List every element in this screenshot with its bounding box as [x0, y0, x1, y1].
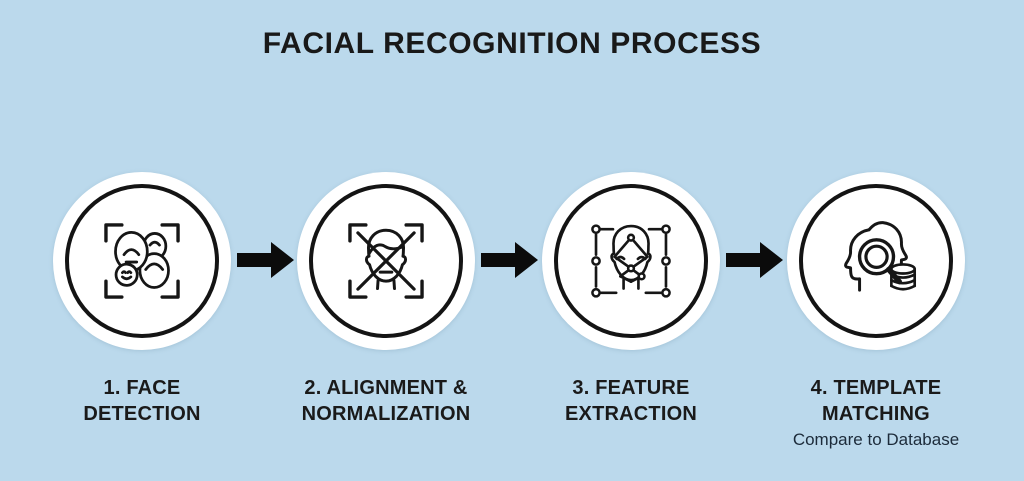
step-template-matching: 4. TEMPLATE MATCHING Compare to Database — [761, 172, 991, 450]
arrow-right-icon — [237, 242, 294, 278]
step-alignment-normalization: 2. ALIGNMENT & NORMALIZATION — [271, 172, 501, 427]
step-face-detection: 1. FACE DETECTION — [27, 172, 257, 427]
step-label-line: 3. FEATURE — [572, 377, 690, 399]
arrow-right-icon — [481, 242, 538, 278]
step-circle-ring — [799, 184, 953, 338]
arrow-right-icon — [726, 242, 783, 278]
page-title: FACIAL RECOGNITION PROCESS — [262, 27, 762, 60]
step-label: 3. FEATURE EXTRACTION — [516, 375, 746, 427]
step-label-line: 1. FACE — [103, 377, 181, 399]
step-label-line: 4. TEMPLATE — [810, 377, 942, 399]
step-circle — [53, 172, 231, 350]
step-circle — [787, 172, 965, 350]
step-circle-ring — [309, 184, 463, 338]
step-label: 1. FACE DETECTION — [27, 375, 257, 427]
step-label-line: MATCHING — [822, 403, 930, 425]
step-feature-extraction: 3. FEATURE EXTRACTION — [516, 172, 746, 427]
step-subtitle: Compare to Database — [792, 430, 960, 449]
alignment-normalization-icon — [348, 223, 424, 299]
step-label-line: NORMALIZATION — [301, 403, 471, 425]
template-matching-icon — [844, 221, 917, 292]
step-circle-ring — [65, 184, 219, 338]
step-label-line: 2. ALIGNMENT & — [304, 377, 468, 399]
step-circle-ring — [554, 184, 708, 338]
feature-extraction-icon — [591, 224, 671, 298]
step-circle — [297, 172, 475, 350]
step-label-line: EXTRACTION — [565, 403, 697, 425]
face-detection-icon — [104, 223, 180, 299]
step-label: 2. ALIGNMENT & NORMALIZATION — [271, 375, 501, 427]
step-label: 4. TEMPLATE MATCHING — [761, 375, 991, 427]
step-label-line: DETECTION — [83, 403, 201, 425]
step-circle — [542, 172, 720, 350]
